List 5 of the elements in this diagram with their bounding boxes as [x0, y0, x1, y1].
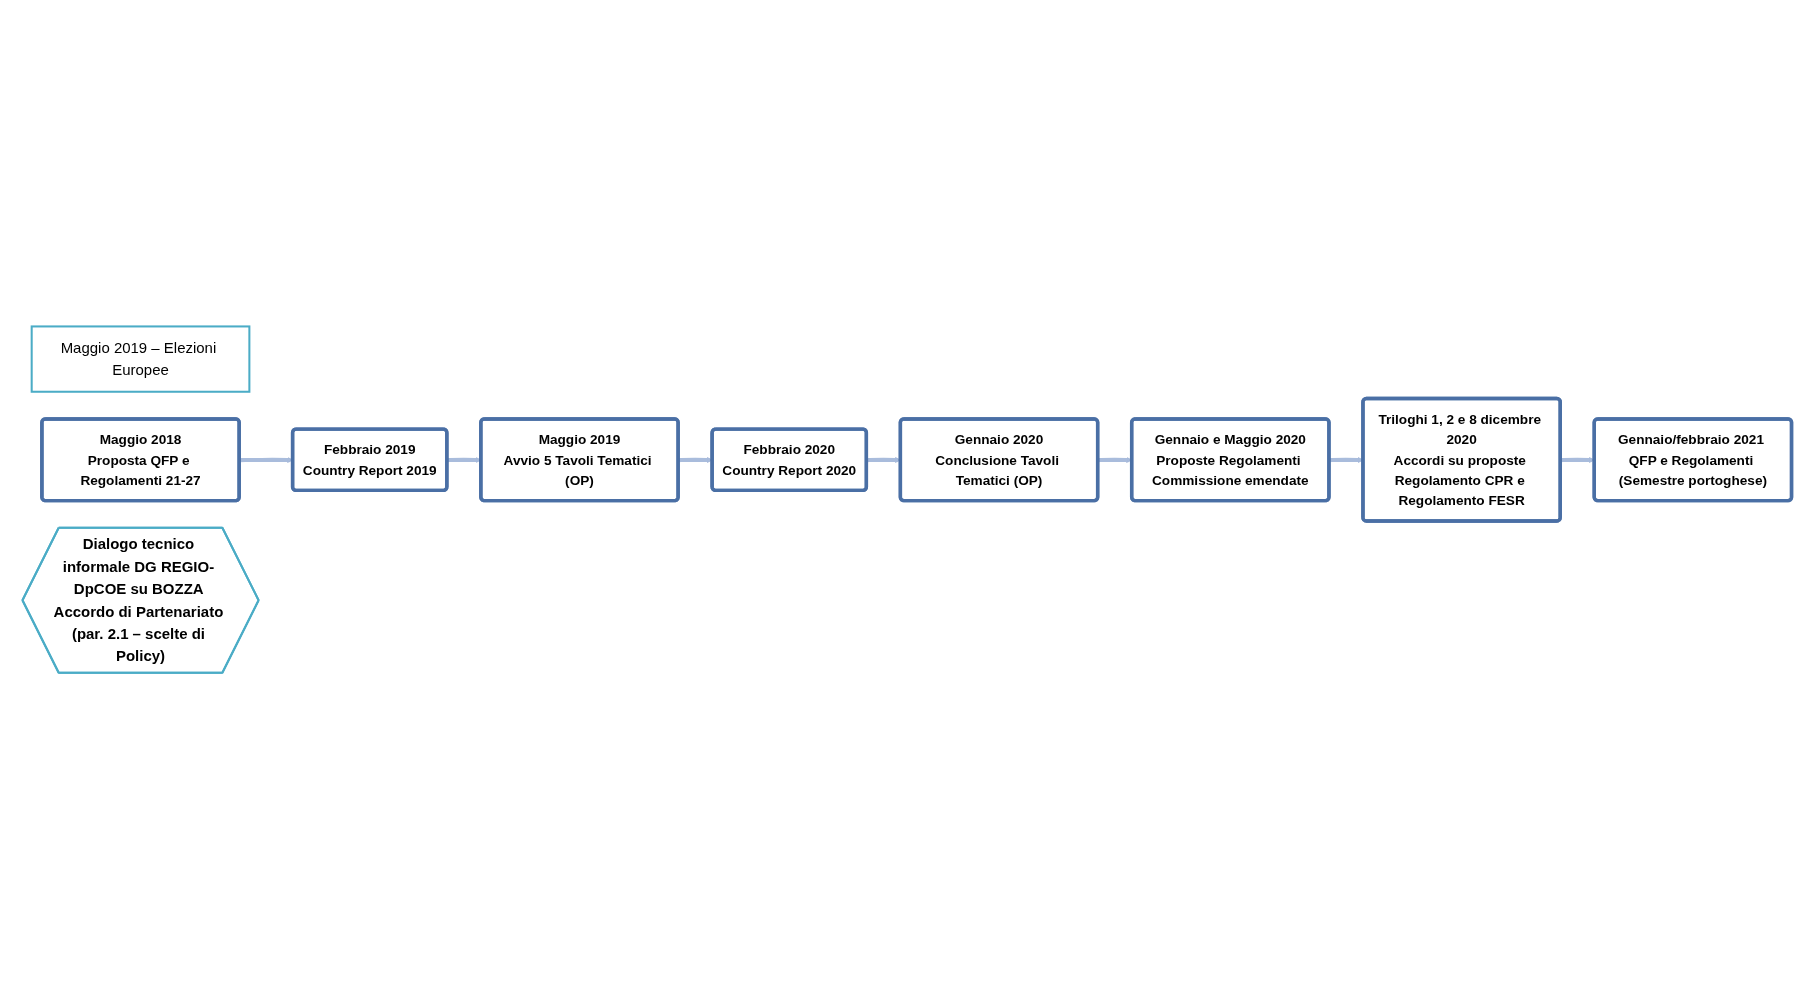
- arrow: [239, 456, 294, 463]
- arrow: [1329, 456, 1364, 463]
- node-box: Maggio 2019 – Elezioni Europee: [30, 325, 251, 393]
- arrow: [1097, 456, 1133, 463]
- arrow: [447, 456, 482, 463]
